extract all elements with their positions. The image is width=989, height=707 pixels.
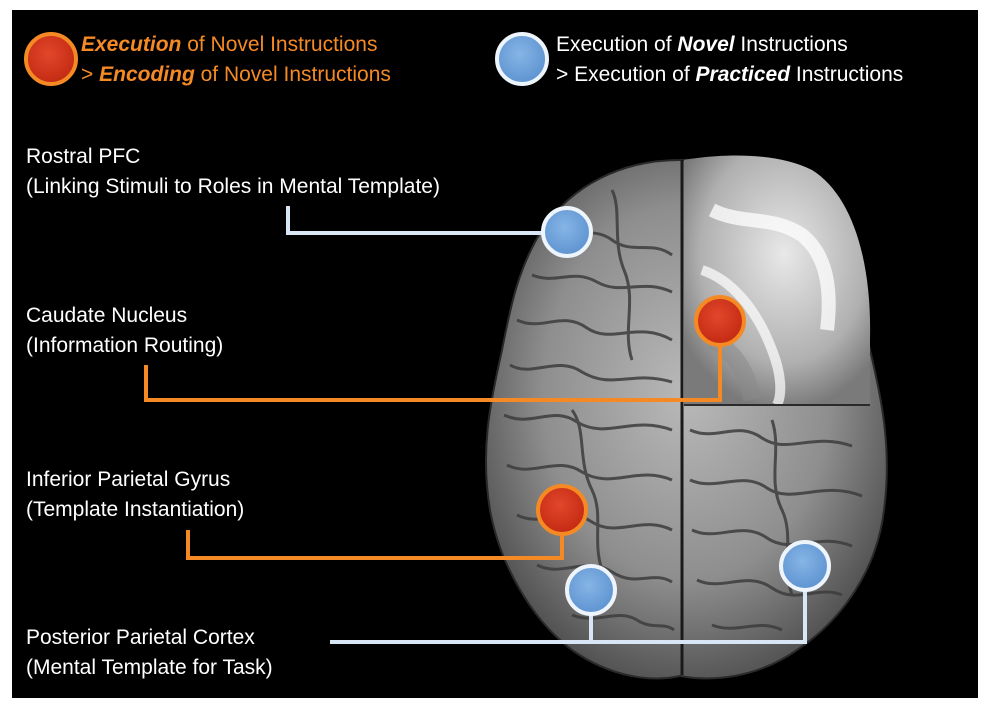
legend-orange-rest-2: of Novel Instructions bbox=[194, 63, 391, 86]
inferior-parietal-subtitle: (Template Instantiation) bbox=[26, 498, 245, 521]
legend-blue-rest-2: Instructions bbox=[790, 63, 904, 86]
legend-blue-rest-1: Instructions bbox=[734, 33, 848, 56]
inferior-parietal-marker bbox=[536, 484, 588, 536]
legend-orange-line2: > Encoding of Novel Instructions bbox=[81, 62, 391, 87]
legend-blue-emph-2: Practiced bbox=[695, 63, 791, 86]
legend-orange-line1: Execution of Novel Instructions bbox=[81, 32, 377, 57]
legend-blue-line2: > Execution of Practiced Instructions bbox=[556, 62, 903, 87]
legend-blue-pre-1: Execution of bbox=[556, 33, 678, 56]
caudate-nucleus-marker bbox=[694, 295, 746, 347]
figure-canvas: Execution of Novel Instructions > Encodi… bbox=[12, 10, 978, 698]
rostral-pfc-connector bbox=[286, 206, 543, 235]
rostral-pfc-marker bbox=[541, 206, 593, 258]
posterior-parietal-title: Posterior Parietal Cortex bbox=[26, 626, 255, 649]
legend-orange-prefix-2: > bbox=[81, 63, 100, 86]
brain-slice bbox=[684, 155, 871, 405]
legend-orange-emph-1: Execution bbox=[81, 33, 182, 56]
gyri-texture bbox=[503, 189, 675, 632]
legend-blue-emph-1: Novel bbox=[677, 33, 735, 56]
legend-blue-line1: Execution of Novel Instructions bbox=[556, 32, 848, 57]
legend-orange-emph-2: Encoding bbox=[99, 63, 195, 86]
legend-orange-rest-1: of Novel Instructions bbox=[181, 33, 378, 56]
rostral-pfc-title: Rostral PFC bbox=[26, 145, 141, 168]
caudate-nucleus-title: Caudate Nucleus bbox=[26, 304, 188, 327]
inferior-parietal-title: Inferior Parietal Gyrus bbox=[26, 468, 231, 491]
posterior-parietal-marker-left bbox=[565, 564, 617, 616]
posterior-parietal-connector bbox=[330, 590, 807, 644]
caudate-nucleus-connector bbox=[144, 345, 722, 402]
rostral-pfc-subtitle: (Linking Stimuli to Roles in Mental Temp… bbox=[26, 175, 440, 198]
legend-blue-pre-2: > Execution of bbox=[556, 63, 696, 86]
legend-blue-marker bbox=[495, 32, 549, 86]
posterior-parietal-subtitle: (Mental Template for Task) bbox=[26, 656, 273, 679]
gyri-texture-right bbox=[689, 419, 863, 632]
caudate-nucleus-subtitle: (Information Routing) bbox=[26, 334, 224, 357]
brain-diagram bbox=[24, 32, 888, 680]
posterior-parietal-marker-right bbox=[779, 540, 831, 592]
legend-orange-marker bbox=[24, 32, 78, 86]
inferior-parietal-connector bbox=[186, 530, 564, 560]
